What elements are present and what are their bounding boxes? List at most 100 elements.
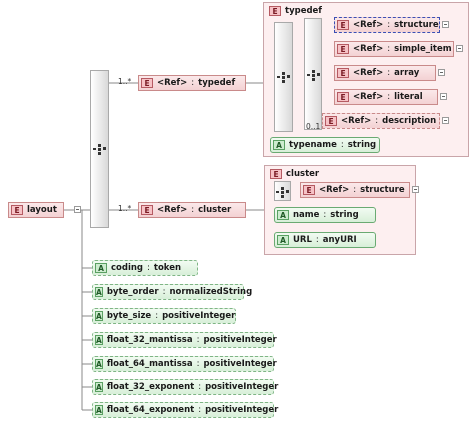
- attribute-type: string: [330, 210, 359, 220]
- ref-label: <Ref>: [157, 205, 188, 215]
- element-badge-icon: E: [303, 185, 315, 195]
- attribute-badge-icon: A: [95, 382, 103, 392]
- element-badge-icon: E: [11, 205, 23, 215]
- attribute-badge-icon: A: [277, 210, 289, 220]
- expand-toggle-icon[interactable]: [456, 45, 463, 52]
- expand-toggle-icon[interactable]: [438, 69, 445, 76]
- ref-type: structure: [360, 185, 405, 195]
- simple-item-ref-element[interactable]: E <Ref> : simple_item: [334, 41, 454, 57]
- sequence-icon: [93, 144, 106, 155]
- ref-type: simple_item: [394, 44, 452, 54]
- element-badge-icon: E: [337, 92, 349, 102]
- cardinality-label: 1..*: [118, 77, 132, 86]
- attribute-name: typename: [289, 140, 337, 150]
- attribute-name: coding: [111, 263, 144, 273]
- expand-toggle-icon[interactable]: [440, 93, 447, 100]
- structure-ref-element[interactable]: E <Ref> : structure: [334, 17, 440, 33]
- sequence-compositor[interactable]: [274, 181, 291, 201]
- description-ref-element[interactable]: E <Ref> : description: [322, 113, 440, 129]
- ref-type: typedef: [198, 78, 236, 88]
- attribute-badge-icon: A: [95, 405, 103, 415]
- separator: :: [323, 210, 327, 220]
- separator: :: [155, 311, 159, 321]
- separator: :: [387, 44, 391, 54]
- attribute-badge-icon: A: [95, 335, 103, 345]
- separator: :: [147, 263, 150, 273]
- expand-toggle-icon[interactable]: [442, 117, 449, 124]
- ref-label: <Ref>: [353, 20, 384, 30]
- cardinality-label: 0..1: [306, 122, 321, 131]
- choice-compositor[interactable]: [304, 18, 322, 130]
- separator: :: [198, 405, 202, 415]
- separator: :: [196, 335, 200, 345]
- attribute-badge-icon: A: [95, 311, 103, 321]
- expand-toggle-icon[interactable]: [412, 186, 419, 193]
- byte-size-attribute[interactable]: A byte_size : positiveInteger: [92, 308, 236, 324]
- cluster-ref-element[interactable]: E <Ref> : cluster: [138, 202, 246, 218]
- ref-type: structure: [394, 20, 439, 30]
- cardinality-label: 1..*: [118, 204, 132, 213]
- attribute-name: float_64_exponent: [106, 405, 195, 415]
- float-64-mantissa-attribute[interactable]: A float_64_mantissa : positiveInteger: [92, 356, 277, 372]
- name-attribute[interactable]: A name : string: [274, 207, 376, 223]
- separator: :: [375, 116, 379, 126]
- float-32-exponent-attribute[interactable]: A float_32_exponent : positiveInteger: [92, 379, 278, 395]
- attribute-badge-icon: A: [95, 359, 103, 369]
- separator: :: [198, 382, 202, 392]
- panel-header: E typedef: [264, 3, 322, 19]
- attribute-badge-icon: A: [273, 140, 285, 150]
- array-ref-element[interactable]: E <Ref> : array: [334, 65, 436, 81]
- attribute-name: name: [293, 210, 320, 220]
- attribute-badge-icon: A: [95, 263, 107, 273]
- panel-title: typedef: [285, 6, 323, 16]
- sequence-compositor[interactable]: [274, 22, 293, 132]
- separator: :: [387, 68, 391, 78]
- ref-type: description: [382, 116, 437, 126]
- attribute-type: token: [153, 263, 182, 273]
- attribute-name: byte_size: [106, 311, 152, 321]
- element-badge-icon: E: [141, 205, 153, 215]
- attribute-badge-icon: A: [277, 235, 289, 245]
- attribute-type: positiveInteger: [205, 382, 279, 392]
- literal-ref-element[interactable]: E <Ref> : literal: [334, 89, 438, 105]
- attribute-type: positiveInteger: [203, 359, 277, 369]
- attribute-name: float_64_mantissa: [106, 359, 193, 369]
- attribute-type: anyURI: [322, 235, 357, 245]
- cluster-structure-ref-element[interactable]: E <Ref> : structure: [300, 182, 410, 198]
- element-badge-icon: E: [270, 169, 282, 179]
- ref-label: <Ref>: [353, 68, 384, 78]
- element-badge-icon: E: [337, 20, 349, 30]
- attribute-type: positiveInteger: [205, 405, 279, 415]
- ref-label: <Ref>: [353, 44, 384, 54]
- typename-attribute[interactable]: A typename : string: [270, 137, 380, 153]
- attribute-type: positiveInteger: [162, 311, 236, 321]
- separator: :: [191, 205, 195, 215]
- layout-element[interactable]: E layout: [8, 202, 64, 218]
- element-badge-icon: E: [269, 6, 281, 16]
- element-badge-icon: E: [325, 116, 337, 126]
- separator: :: [162, 287, 166, 297]
- expand-toggle-icon[interactable]: [442, 21, 449, 28]
- element-badge-icon: E: [337, 68, 349, 78]
- layout-label: layout: [27, 205, 57, 215]
- float-64-exponent-attribute[interactable]: A float_64_exponent : positiveInteger: [92, 402, 278, 418]
- separator: :: [196, 359, 200, 369]
- sequence-compositor[interactable]: [90, 70, 109, 228]
- expand-toggle-icon[interactable]: [74, 206, 81, 213]
- separator: :: [387, 20, 391, 30]
- attribute-type: string: [347, 140, 377, 150]
- ref-label: <Ref>: [341, 116, 372, 126]
- attribute-name: float_32_exponent: [106, 382, 195, 392]
- attribute-name: byte_order: [106, 287, 159, 297]
- ref-type: literal: [394, 92, 423, 102]
- float-32-mantissa-attribute[interactable]: A float_32_mantissa : positiveInteger: [92, 332, 277, 348]
- coding-attribute[interactable]: A coding : token: [92, 260, 198, 276]
- typedef-ref-element[interactable]: E <Ref> : typedef: [138, 75, 246, 91]
- ref-type: cluster: [198, 205, 232, 215]
- sequence-icon: [276, 187, 289, 198]
- attribute-type: positiveInteger: [203, 335, 277, 345]
- url-attribute[interactable]: A URL : anyURI: [274, 232, 376, 248]
- ref-label: <Ref>: [319, 185, 350, 195]
- byte-order-attribute[interactable]: A byte_order : normalizedString: [92, 284, 252, 300]
